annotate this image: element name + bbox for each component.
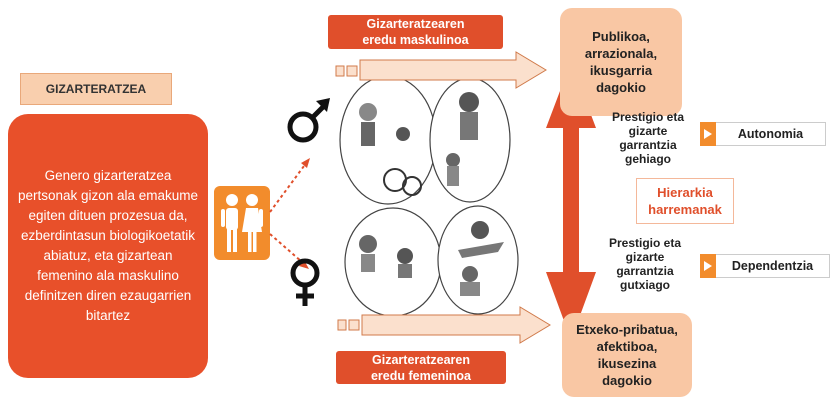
title-text: GIZARTERATZEA [45, 82, 147, 96]
couple-icon [214, 186, 270, 260]
triangle-bullet-icon [700, 122, 716, 146]
model-feminine-line1: Gizarteratzearen [372, 352, 470, 367]
arrow-bottom [337, 306, 551, 344]
hierarchy-box: Hierarkia harremanak [636, 178, 734, 224]
title-box: GIZARTERATZEA [20, 73, 172, 105]
private-line: Etxeko-pribatua, [576, 322, 678, 337]
definition-box: Genero gizarteratzea pertsonak gizon ala… [8, 114, 208, 378]
boys-clipart-icon [339, 75, 511, 205]
private-line: dagokio [602, 373, 652, 388]
female-symbol-icon [290, 258, 320, 306]
model-masculine-line2: eredu maskulinoa [362, 33, 469, 47]
model-masculine-label: Gizarteratzearen eredu maskulinoa [328, 15, 503, 49]
prestige-more-line: garrantzia [619, 138, 677, 152]
public-box: Publikoa, arrazionala, ikusgarria dagoki… [560, 8, 682, 116]
dependency-text: Dependentzia [716, 254, 830, 278]
prestige-more: Prestigio eta gizarte garrantzia gehiago [596, 110, 700, 166]
hierarchy-line: harremanak [648, 202, 722, 217]
prestige-more-line: gizarte [628, 124, 668, 138]
public-line: ikusgarria [589, 63, 653, 78]
dotted-arrow-down [269, 233, 309, 269]
prestige-less-line: gutxiago [620, 278, 670, 292]
prestige-less-line: Prestigio eta [608, 236, 682, 250]
dependency-tag: Dependentzia [700, 254, 830, 278]
prestige-less-line: garrantzia [616, 264, 674, 278]
arrow-top [335, 51, 547, 89]
prestige-less-line: gizarte [625, 250, 665, 264]
triangle-bullet-icon [700, 254, 716, 278]
dotted-arrow-up [269, 158, 310, 213]
prestige-more-line: gehiago [624, 152, 671, 166]
autonomy-text: Autonomia [716, 122, 826, 146]
model-feminine-label: Gizarteratzearen eredu femeninoa [336, 351, 506, 384]
autonomy-tag: Autonomia [700, 122, 826, 146]
private-line: afektiboa, [596, 339, 658, 354]
model-feminine-line2: eredu femeninoa [370, 368, 472, 383]
male-symbol-icon [287, 98, 330, 143]
public-line: Publikoa, [592, 29, 650, 44]
private-box: Etxeko-pribatua, afektiboa, ikusezina da… [562, 313, 692, 397]
hierarchy-line: Hierarkia [657, 185, 713, 200]
definition-text: Genero gizarteratzea pertsonak gizon ala… [17, 168, 199, 323]
public-line: arrazionala, [584, 46, 658, 61]
girls-clipart-icon [344, 205, 519, 317]
private-line: ikusezina [597, 356, 657, 371]
model-masculine-line1: Gizarteratzearen [366, 17, 465, 31]
vertical-double-arrow [546, 62, 596, 340]
prestige-less: Prestigio eta gizarte garrantzia gutxiag… [590, 236, 700, 292]
public-line: dagokio [596, 80, 646, 95]
prestige-more-line: Prestigio eta [611, 110, 685, 124]
